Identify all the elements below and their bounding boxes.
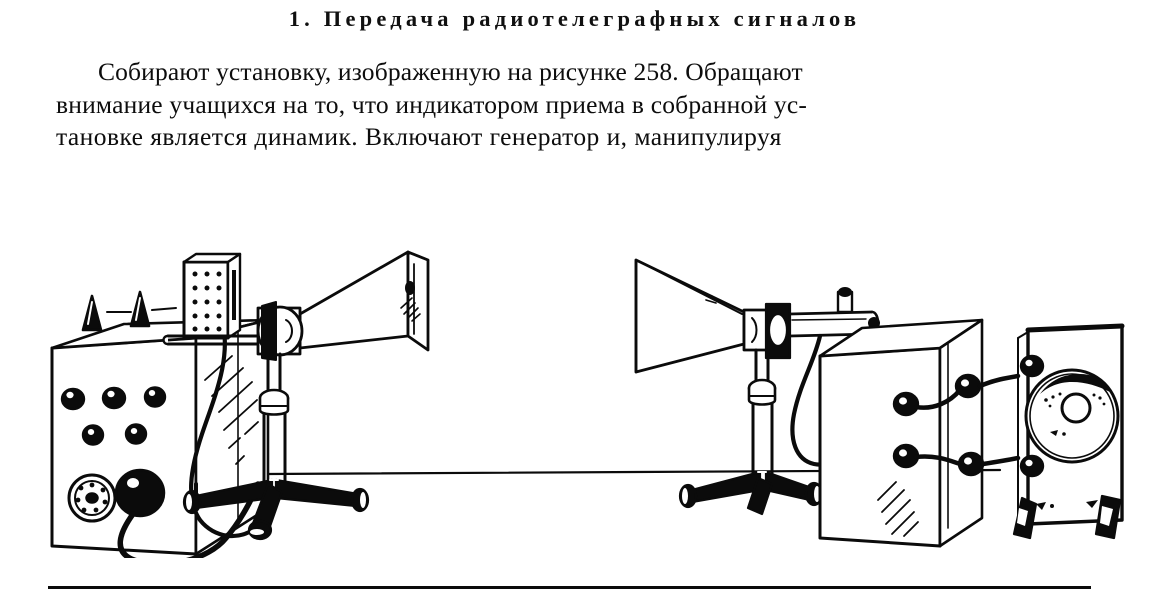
generator-output-cable	[117, 481, 261, 558]
generator-knob-row-1	[60, 386, 167, 411]
receive-tripod-stand	[678, 348, 824, 516]
klystron-perforated-box	[182, 252, 242, 340]
bottom-horizontal-rule	[48, 586, 1091, 589]
klystron-vent-holes	[192, 271, 222, 332]
body-line-2: внимание учащихся на то, что индикатором…	[56, 89, 808, 119]
loudspeaker-panel	[1012, 323, 1125, 540]
figure-258-illustration	[0, 208, 1149, 558]
transmit-tripod-stand	[182, 352, 370, 541]
transmit-horn-antenna	[298, 250, 430, 352]
klystron-power-cable	[189, 317, 261, 539]
transmit-clamp-joint	[256, 301, 304, 361]
klystron-support-rod	[162, 334, 270, 346]
amplifier-terminals	[892, 373, 985, 477]
receive-clamp-joint	[742, 302, 792, 360]
receive-horn-antenna	[634, 258, 746, 374]
body-line-1: Собирают установку, изображенную на рису…	[98, 57, 803, 86]
generator-dial-socket	[67, 473, 117, 523]
amplifier-hatching	[877, 481, 919, 537]
cone-shading	[1040, 374, 1110, 408]
amplifier-box	[818, 318, 984, 548]
body-paragraph: Собирают установку, изображенную на рису…	[56, 56, 1096, 154]
generator-top-lead	[106, 307, 177, 313]
speaker-cable	[977, 373, 1021, 467]
horn-aperture-detail	[400, 281, 421, 322]
generator-knob-row-2	[81, 423, 148, 446]
generator-top-insulators	[81, 290, 151, 332]
page-heading: 1. Передача радиотелеграфных сигналов	[288, 6, 861, 31]
generator-large-knob	[114, 468, 166, 518]
body-line-3: тановке является динамик. Включают генер…	[56, 122, 782, 151]
